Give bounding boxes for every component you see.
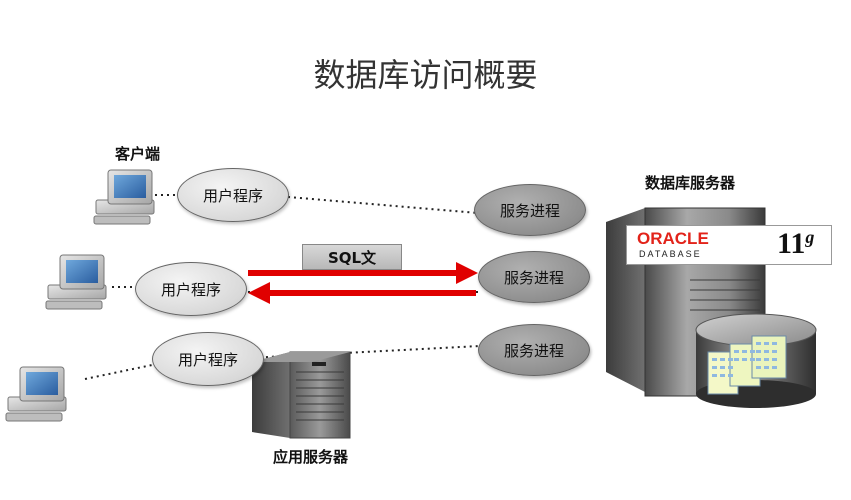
oracle-logo-version: 11g	[777, 227, 814, 261]
sql-arrows	[248, 262, 478, 304]
client-link-3	[84, 364, 153, 380]
sql-statement-label: SQL文	[302, 244, 402, 270]
page-title: 数据库访问概要	[313, 56, 538, 94]
database-cylinder-icon	[695, 313, 817, 408]
request-arrow-head	[456, 262, 478, 284]
user-program-node-2: 用户程序	[135, 262, 247, 316]
oracle-database-logo: ORACLE DATABASE 11g	[626, 225, 832, 265]
oracle-version-number: 11	[777, 227, 806, 260]
oracle-logo-subtitle: DATABASE	[639, 249, 702, 259]
user-program-node-3: 用户程序	[152, 332, 264, 386]
app-server-label: 应用服务器	[273, 448, 349, 466]
computer-icon	[5, 366, 67, 422]
db-server-label: 数据库服务器	[645, 174, 736, 192]
server-process-node-1: 服务进程	[474, 184, 586, 236]
user-program-node-1: 用户程序	[177, 168, 289, 222]
app-server-icon	[252, 351, 351, 439]
connection-line-1	[287, 196, 479, 214]
oracle-version-suffix: g	[805, 227, 815, 247]
oracle-logo-word: ORACLE	[637, 229, 709, 248]
server-process-node-2: 服务进程	[478, 251, 590, 303]
response-arrow-head	[248, 282, 270, 304]
connection-line-3	[247, 345, 481, 359]
server-process-node-3: 服务进程	[478, 324, 590, 376]
request-arrow-shaft	[248, 270, 458, 276]
data-sheet-icon	[707, 335, 787, 395]
response-arrow-shaft	[268, 290, 476, 296]
client-label: 客户端	[115, 145, 161, 163]
computer-icon	[45, 254, 107, 310]
computer-icon	[93, 169, 155, 225]
